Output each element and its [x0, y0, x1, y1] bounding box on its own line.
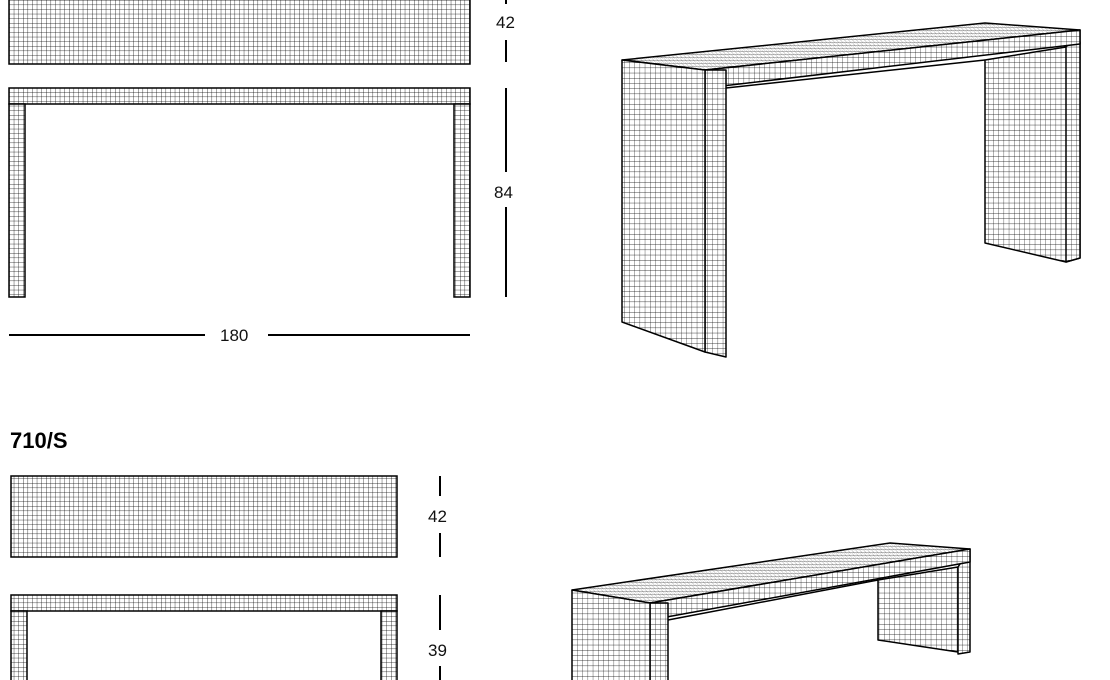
bottom-height-label: 39 [428, 641, 447, 660]
top-depth-label: 42 [496, 13, 515, 32]
top-front-elevation [8, 87, 471, 298]
bottom-plan-view [10, 475, 398, 558]
top-width-label: 180 [220, 326, 248, 345]
bottom-front-elevation [10, 594, 398, 680]
top-width-dimension: 180 [9, 326, 470, 345]
bottom-isometric-view [571, 542, 971, 680]
bottom-height-dimension: 39 [428, 595, 447, 680]
top-height-dimension: 84 [494, 88, 513, 297]
bottom-depth-label: 42 [428, 507, 447, 526]
top-depth-dimension: 42 [496, 0, 515, 62]
top-isometric-view [621, 22, 1081, 358]
bottom-depth-dimension: 42 [428, 476, 447, 557]
bottom-model-title: 710/S [10, 428, 68, 453]
top-height-label: 84 [494, 183, 513, 202]
top-plan-view [8, 0, 471, 65]
